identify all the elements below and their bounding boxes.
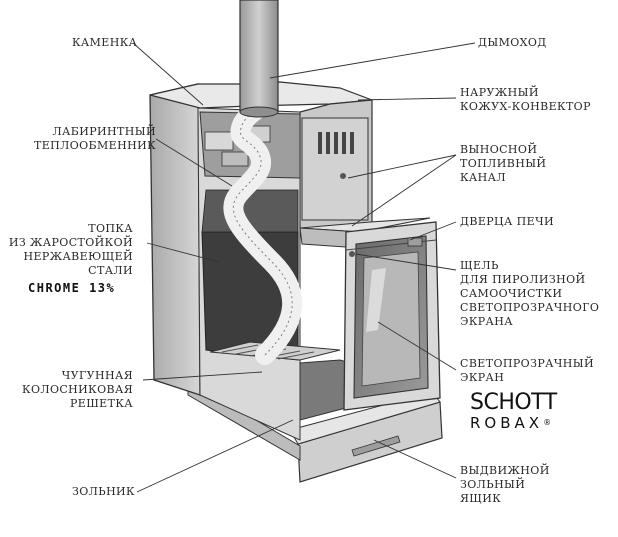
ash-drawer bbox=[289, 391, 443, 483]
brand-robax-text: ROBAX bbox=[470, 414, 544, 432]
flame-path bbox=[223, 90, 303, 365]
label-kamenka: КАМЕНКА bbox=[72, 36, 138, 49]
label-ash-drawer: ВЫДВИЖНОЙ ЗОЛЬНЫЙ ЯЩИК bbox=[460, 464, 550, 505]
drawer-handle bbox=[351, 435, 401, 457]
brand-robax: ROBAX® bbox=[470, 414, 551, 432]
label-stove-door: ДВЕРЦА ПЕЧИ bbox=[460, 215, 554, 228]
label-chimney: ДЫМОХОД bbox=[478, 36, 547, 49]
brand-registered-mark: ® bbox=[543, 418, 552, 427]
convector-panel bbox=[301, 117, 369, 221]
convector-bolt bbox=[340, 173, 346, 179]
chimney-pipe bbox=[239, 0, 279, 118]
label-chrome-13: CHROME 13% bbox=[28, 281, 116, 295]
label-firebox: ТОПКА ИЗ ЖАРОСТОЙКОЙ НЕРЖАВЕЮЩЕЙ СТАЛИ bbox=[8, 222, 133, 277]
label-labyrinth-heat-exchanger: ЛАБИРИНТНЫЙ ТЕПЛООБМЕННИК bbox=[33, 125, 156, 152]
leader-lines bbox=[132, 42, 476, 493]
door-latch bbox=[407, 237, 423, 247]
label-glass-screen: СВЕТОПРОЗРАЧНЫЙ ЭКРАН bbox=[460, 357, 594, 384]
label-pyrolysis-slot: ЩЕЛЬ ДЛЯ ПИРОЛИЗНОЙ САМООЧИСТКИ СВЕТОПРО… bbox=[460, 259, 600, 328]
stove-door bbox=[343, 221, 441, 411]
brand-schott: SCHOTT bbox=[470, 390, 557, 415]
label-fuel-channel: ВЫНОСНОЙ ТОПЛИВНЫЙ КАНАЛ bbox=[460, 143, 547, 184]
label-outer-casing: НАРУЖНЫЙ КОЖУХ-КОНВЕКТОР bbox=[460, 86, 591, 113]
door-hinge bbox=[349, 251, 355, 257]
label-ash-pit: ЗОЛЬНИК bbox=[72, 485, 135, 498]
label-cast-iron-grate: ЧУГУННАЯ КОЛОСНИКОВАЯ РЕШЕТКА bbox=[22, 369, 133, 410]
